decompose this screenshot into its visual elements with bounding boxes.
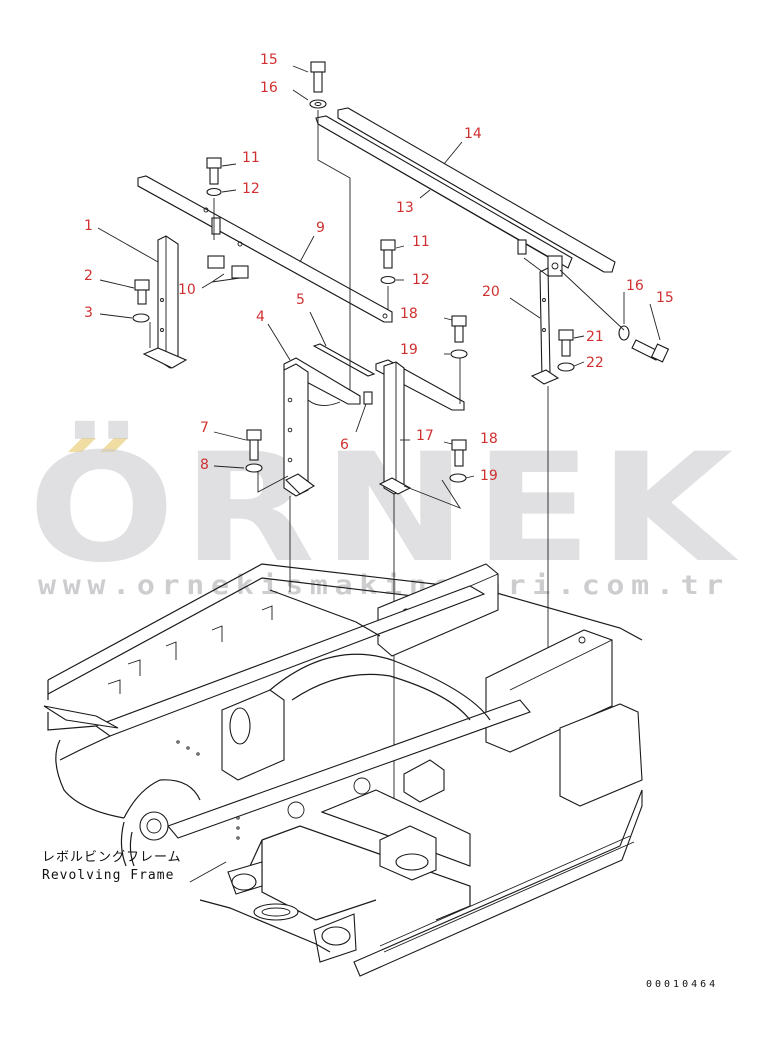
watermark-url: www.ornekismakinelari.com.tr <box>38 570 730 601</box>
callout-9: 9 <box>316 220 325 236</box>
callout-15: 15 <box>656 290 674 306</box>
callout-11: 11 <box>242 150 260 166</box>
bracket-9 <box>137 157 393 323</box>
callout-12: 12 <box>412 272 430 288</box>
callout-19: 19 <box>400 342 418 358</box>
bolt-set-7-8 <box>245 429 263 473</box>
top-rail-assembly <box>309 61 616 277</box>
callout-21: 21 <box>586 329 604 345</box>
frame-label-japanese: レボルビングフレーム <box>42 850 182 865</box>
callout-12: 12 <box>242 181 260 197</box>
callout-3: 3 <box>84 305 93 321</box>
callout-10: 10 <box>178 282 196 298</box>
callout-6: 6 <box>340 437 349 453</box>
watermark: ÖRNEK www.ornekismakinelari.com.tr <box>28 420 740 601</box>
callout-2: 2 <box>84 268 93 284</box>
callout-16: 16 <box>260 80 278 96</box>
callout-14: 14 <box>464 126 482 142</box>
callout-16: 16 <box>626 278 644 294</box>
stand-20 <box>530 267 670 385</box>
callout-1: 1 <box>84 218 93 234</box>
drawing-number: 00010464 <box>646 979 718 990</box>
frame-label: レボルビングフレーム Revolving Frame <box>42 850 182 883</box>
bracket-4 <box>283 343 376 497</box>
watermark-brand: ÖRNEK <box>28 420 740 596</box>
callout-18: 18 <box>400 306 418 322</box>
callout-7: 7 <box>200 420 209 436</box>
callout-17: 17 <box>416 428 434 444</box>
bolt-set-11-12 <box>380 239 396 285</box>
callout-labels: 15 16 14 13 11 12 1 9 11 12 2 10 3 20 16… <box>84 52 674 484</box>
callout-19: 19 <box>480 468 498 484</box>
revolving-frame <box>43 563 643 977</box>
callout-18: 18 <box>480 431 498 447</box>
callout-4: 4 <box>256 309 265 325</box>
callout-8: 8 <box>200 457 209 473</box>
callout-5: 5 <box>296 292 305 308</box>
callout-13: 13 <box>396 200 414 216</box>
bracket-17 <box>375 315 468 495</box>
callout-15: 15 <box>260 52 278 68</box>
callout-11: 11 <box>412 234 430 250</box>
callout-22: 22 <box>586 355 604 371</box>
callout-20: 20 <box>482 284 500 300</box>
frame-label-english: Revolving Frame <box>42 868 174 883</box>
stand-1 <box>132 235 188 369</box>
